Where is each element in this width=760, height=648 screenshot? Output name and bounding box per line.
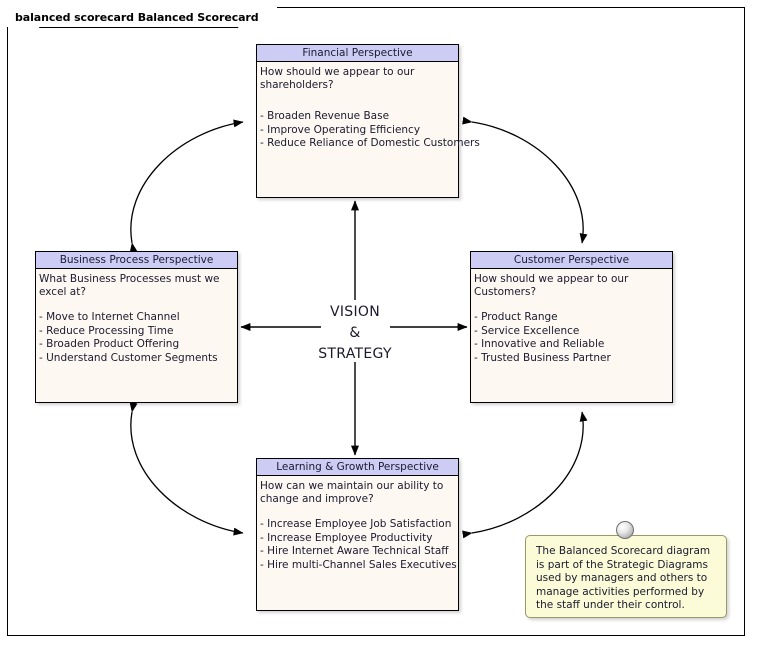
perspective-question-learning-growth: How can we maintain our ability to chang… [260,480,444,505]
list-item: - Product Range [474,311,558,323]
perspective-items-financial: - Broaden Revenue Base - Improve Operati… [260,110,480,151]
perspective-header-learning-growth: Learning & Growth Perspective [257,459,458,476]
center-vision-strategy-label: VISION & STRATEGY [305,302,405,365]
list-item: - Reduce Processing Time [39,324,174,337]
perspective-box-learning-growth[interactable]: Learning & Growth Perspective How can we… [256,458,459,611]
perspective-body-financial: How should we appear to our shareholders… [257,62,480,151]
list-item: - Innovative and Reliable [474,338,605,350]
diagram-title-tab[interactable]: balanced scorecard Balanced Scorecard [7,7,277,28]
note-text: The Balanced Scorecard diagram is part o… [536,545,711,611]
note-box[interactable]: The Balanced Scorecard diagram is part o… [525,535,727,618]
list-item: - Broaden Revenue Base [260,110,390,122]
perspective-box-business-process[interactable]: Business Process Perspective What Busine… [35,251,238,403]
perspective-question-customer: How should we appear to our Customers? [474,273,629,298]
perspective-title-learning-growth: Learning & Growth Perspective [276,461,439,473]
list-item: - Move to Internet Channel [39,311,180,323]
diagram-title-text: balanced scorecard Balanced Scorecard [15,10,259,24]
list-item: - Understand Customer Segments [39,351,218,364]
list-item: - Increase Employee Productivity [260,531,433,544]
perspective-header-customer: Customer Perspective [471,252,672,269]
list-item: - Trusted Business Partner [474,351,611,364]
perspective-header-financial: Financial Perspective [257,45,458,62]
perspective-items-business-process: - Move to Internet Channel - Reduce Proc… [39,311,234,365]
perspective-question-business-process: What Business Processes must we excel at… [39,273,220,298]
list-item: - Broaden Product Offering [39,338,180,350]
perspective-title-customer: Customer Perspective [513,254,630,266]
list-item: - Increase Employee Job Satisfaction [260,518,452,530]
perspective-box-customer[interactable]: Customer Perspective How should we appea… [470,251,673,403]
perspective-items-customer: - Product Range - Service Excellence - I… [474,311,669,365]
perspective-box-financial[interactable]: Financial Perspective How should we appe… [256,44,480,198]
perspective-title-financial: Financial Perspective [302,47,413,59]
list-item: - Service Excellence [474,324,580,337]
perspective-header-business-process: Business Process Perspective [36,252,237,269]
vision-line-2: & [349,325,361,341]
note-anchor-handle[interactable] [616,521,634,539]
perspective-body-learning-growth: How can we maintain our ability to chang… [257,476,458,572]
perspective-items-learning-growth: - Increase Employee Job Satisfaction - I… [260,518,457,572]
perspective-body-business-process: What Business Processes must we excel at… [36,269,237,365]
perspective-question-financial: How should we appear to our shareholders… [260,66,415,91]
list-item: - Hire multi-Channel Sales Executives [260,558,457,571]
vision-line-3: STRATEGY [318,346,392,362]
perspective-title-business-process: Business Process Perspective [59,254,214,266]
perspective-body-customer: How should we appear to our Customers? -… [471,269,672,365]
list-item: - Hire Internet Aware Technical Staff [260,545,449,557]
list-item: - Reduce Reliance of Domestic Customers [260,137,480,149]
list-item: - Improve Operating Efficiency [260,123,421,136]
vision-line-1: VISION [329,304,380,320]
